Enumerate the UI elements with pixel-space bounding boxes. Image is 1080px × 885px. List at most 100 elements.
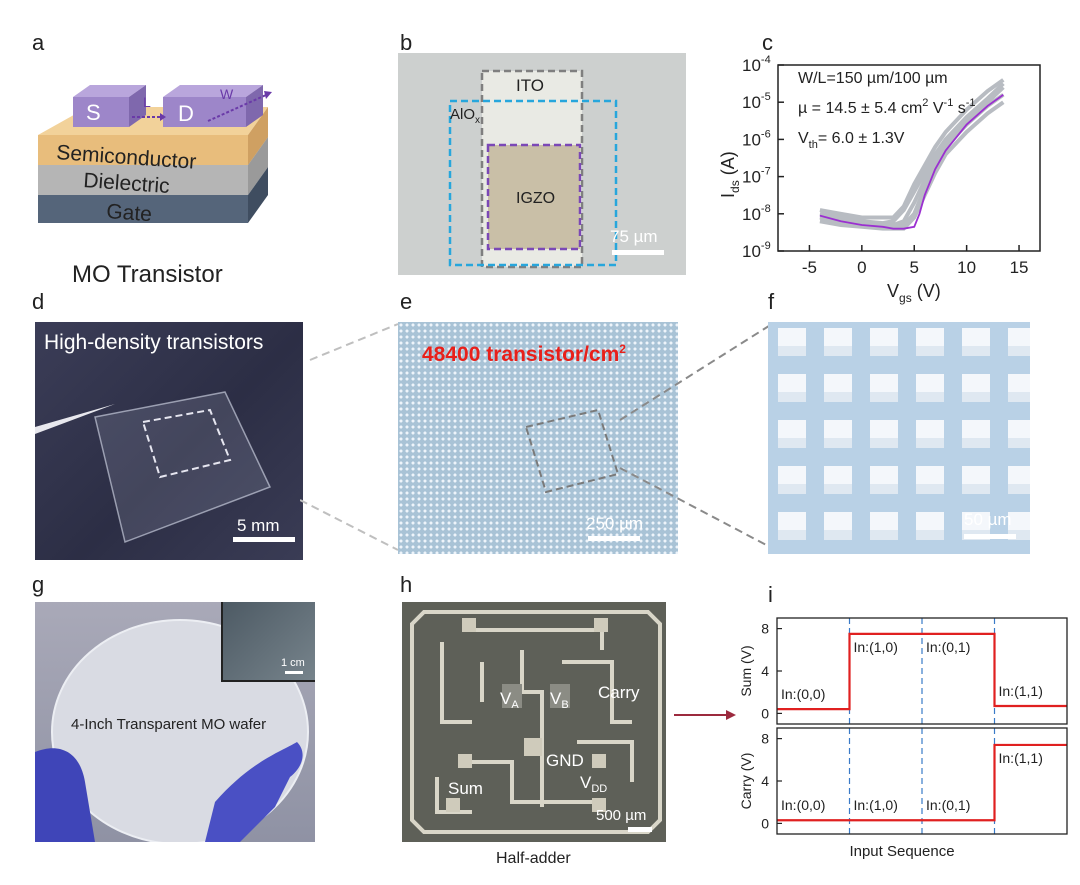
zoom-line-e-f-bottom xyxy=(619,467,773,549)
y-tick-label-c: 10-9 xyxy=(742,240,771,261)
transistor-cell-shadow xyxy=(1008,346,1030,356)
annotation-wl: W/L=150 µm/100 µm xyxy=(798,70,948,87)
panel-label-i: i xyxy=(768,582,773,607)
wafer-photo: 4-Inch Transparent MO wafer 1 cm xyxy=(35,602,315,842)
transistor-cell-shadow xyxy=(870,392,898,402)
sum-label: Sum xyxy=(448,779,483,798)
x-tick-label-c: -5 xyxy=(802,258,817,277)
scale-label-f: 50 µm xyxy=(964,510,1012,529)
transistor-cell-shadow xyxy=(1008,438,1030,448)
high-density-photo: High-density transistors 5 mm xyxy=(35,322,303,560)
y-axis-label-i: Carry (V) xyxy=(738,753,754,810)
glove-left xyxy=(35,748,95,842)
dielectric-layer-front xyxy=(38,165,248,195)
ito-outline xyxy=(480,69,584,269)
panel-label-d: d xyxy=(32,289,45,314)
x-tick-label-c: 10 xyxy=(957,258,976,277)
scale-bar-d xyxy=(233,537,295,542)
igzo-region xyxy=(488,145,580,249)
zoomed-array-svg xyxy=(778,328,1030,540)
pad-3 xyxy=(458,754,472,768)
panel-label-e: e xyxy=(400,289,413,314)
zoom-line-d-e-top xyxy=(309,323,399,361)
drain-label: D xyxy=(178,101,194,126)
pad-2 xyxy=(594,618,608,632)
circuit-border xyxy=(410,610,662,834)
zoomed-array-micrograph: 50 µm xyxy=(768,322,1030,554)
scale-label-b: 75 µm xyxy=(610,227,658,246)
transistor-cell-shadow xyxy=(1008,530,1030,540)
y-tick-label-c: 10-7 xyxy=(742,166,771,187)
transistor-cell-shadow xyxy=(778,392,806,402)
gate-layer-front xyxy=(38,195,248,223)
trace-center xyxy=(520,650,544,807)
zoom-box-d xyxy=(141,408,232,479)
carry-label: Carry xyxy=(598,683,640,702)
transfer-series-line xyxy=(819,94,1004,230)
transistor-cell-shadow xyxy=(1008,392,1030,402)
scale-label-h: 500 µm xyxy=(596,807,647,824)
transistor-cell-shadow xyxy=(870,484,898,494)
zoom-line-d-e-bottom xyxy=(300,499,399,551)
segment-label: In:(1,1) xyxy=(999,683,1043,699)
ito-label: ITO xyxy=(516,76,544,95)
panel-label-b: b xyxy=(400,30,413,55)
segment-label: In:(0,1) xyxy=(926,639,970,655)
alox-outline xyxy=(448,99,618,267)
y-tick-label-i: 4 xyxy=(761,773,769,789)
scale-label-e: 250 µm xyxy=(586,514,644,533)
va-label: VA xyxy=(500,689,519,711)
transistor-cell-shadow xyxy=(916,530,944,540)
transistor-cell-shadow xyxy=(870,530,898,540)
transistor-cell-shadow xyxy=(778,346,806,356)
transistor-cell-shadow xyxy=(916,484,944,494)
y-tick-label-i: 8 xyxy=(761,731,769,747)
transistor-cell-shadow xyxy=(824,484,852,494)
scale-bar-b xyxy=(612,250,664,255)
drain-electrode-top xyxy=(163,85,263,97)
transistor-cell-shadow xyxy=(962,392,990,402)
zoom-box-e xyxy=(524,408,620,494)
pad-gnd xyxy=(524,738,542,756)
segment-label: In:(0,0) xyxy=(781,797,825,813)
h-to-i-arrow xyxy=(674,710,736,720)
transistor-cell-shadow xyxy=(962,438,990,448)
alox-label: AlOx xyxy=(450,106,480,126)
source-label: S xyxy=(86,100,101,125)
glass-substrate xyxy=(94,391,272,544)
width-label: W xyxy=(220,86,234,102)
drain-electrode-front xyxy=(163,97,246,127)
vb-label: VB xyxy=(550,689,569,711)
x-axis-label-c: Vgs (V) xyxy=(887,281,941,305)
pad-5 xyxy=(446,798,460,812)
annotation-mobility: µ = 14.5 ± 5.4 cm2 V-1 s-1 xyxy=(798,97,976,117)
y-tick-label-c: 10-4 xyxy=(742,54,771,75)
length-label: L xyxy=(143,94,151,110)
transistor-cell-shadow xyxy=(824,530,852,540)
transistor-cell-shadow xyxy=(1008,484,1030,494)
pad-1 xyxy=(462,618,476,632)
half-adder-caption: Half-adder xyxy=(496,850,571,867)
transistor-cell-shadow xyxy=(962,484,990,494)
segment-label: In:(0,0) xyxy=(781,686,825,702)
segment-label: In:(1,0) xyxy=(854,797,898,813)
vdd-label: VDD xyxy=(580,773,607,795)
trace-right xyxy=(562,660,632,724)
plot-frame-c xyxy=(777,64,1041,252)
micrograph-svg: ITO AlOx IGZO xyxy=(448,69,618,269)
transistor-cell-shadow xyxy=(778,484,806,494)
trace-top xyxy=(462,628,604,650)
pad-4 xyxy=(592,754,606,768)
panel-label-a: a xyxy=(32,30,45,55)
transfer-series-line xyxy=(819,78,1005,220)
semiconductor-layer-side xyxy=(248,107,268,165)
scale-label-d: 5 mm xyxy=(237,516,280,535)
trace-right-inner xyxy=(577,740,634,782)
x-axis-label-i: Input Sequence xyxy=(849,843,954,860)
circuit-pads xyxy=(446,618,608,812)
y-tick-label-c: 10-6 xyxy=(742,128,771,149)
transistor-cell-shadow xyxy=(824,438,852,448)
y-axis-label-c: Ids (A) xyxy=(718,151,742,198)
inset-scale-label: 1 cm xyxy=(281,657,305,669)
